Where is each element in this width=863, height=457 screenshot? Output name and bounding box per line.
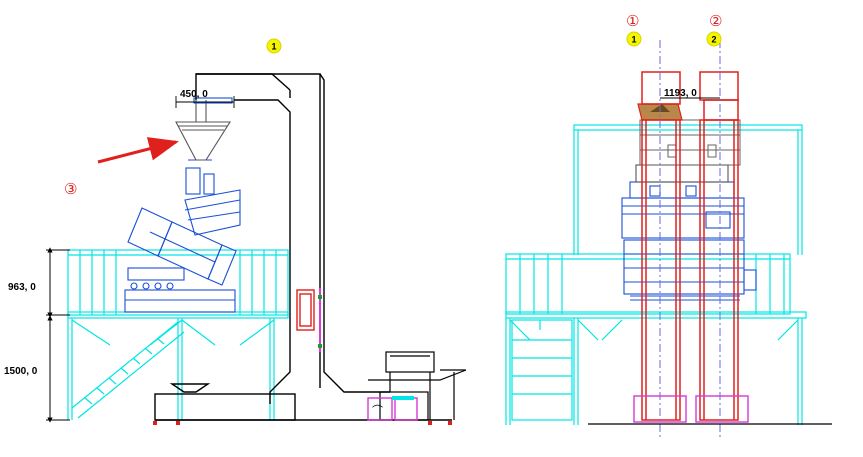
- right-support-frame: [505, 124, 807, 425]
- left-foot-1: [153, 421, 157, 425]
- left-foot-3: [428, 421, 432, 425]
- right-callout-1: ①: [626, 12, 639, 30]
- left-dimension-width: 450, 0: [180, 89, 208, 100]
- left-green-marker-2: [318, 344, 322, 348]
- right-hopper-section: [639, 119, 741, 166]
- left-cyan-plate: [392, 396, 414, 400]
- left-view: ⌒ 450, 0 963, 0 1500, 0 1 ③: [4, 38, 467, 425]
- right-elevator-2-head: [699, 71, 739, 101]
- left-green-marker-1: [318, 295, 322, 299]
- left-elevator-door: [296, 289, 315, 331]
- right-elevator-2-shaft: [699, 119, 739, 421]
- left-feed-hopper: [175, 97, 233, 161]
- left-foot-2: [176, 421, 180, 425]
- right-elevator-1-head: [641, 71, 681, 105]
- right-tag-1: 1: [631, 35, 636, 45]
- right-bin-1: [633, 395, 687, 423]
- right-elevator-2-hopper: [703, 99, 739, 121]
- right-tag-2-badge: [706, 31, 722, 47]
- right-dimension-width: 1193, 0: [664, 88, 697, 99]
- left-dimensions: [46, 96, 235, 423]
- left-foot-4: [448, 421, 452, 425]
- left-callout-arrow: [97, 137, 179, 164]
- left-elevator-tag-badge: [266, 38, 282, 54]
- left-elevator-tag: 1: [271, 42, 276, 52]
- left-scale-symbol: ⌒: [372, 404, 383, 417]
- right-tag-1-badge: [626, 31, 642, 47]
- left-dimension-upper-height: 963, 0: [8, 282, 36, 293]
- left-sorter-machine: [124, 159, 241, 313]
- right-callout-2: ②: [709, 12, 722, 30]
- right-tag-2: 2: [711, 35, 716, 45]
- right-elevator-1-shaft: [641, 119, 681, 421]
- left-dimension-lower-height: 1500, 0: [4, 366, 38, 377]
- right-bin-2: [695, 395, 749, 423]
- right-view: 1193, 0 ① ② 1 2: [505, 12, 832, 440]
- left-callout-label: ③: [64, 180, 77, 198]
- right-elevators: [641, 71, 739, 421]
